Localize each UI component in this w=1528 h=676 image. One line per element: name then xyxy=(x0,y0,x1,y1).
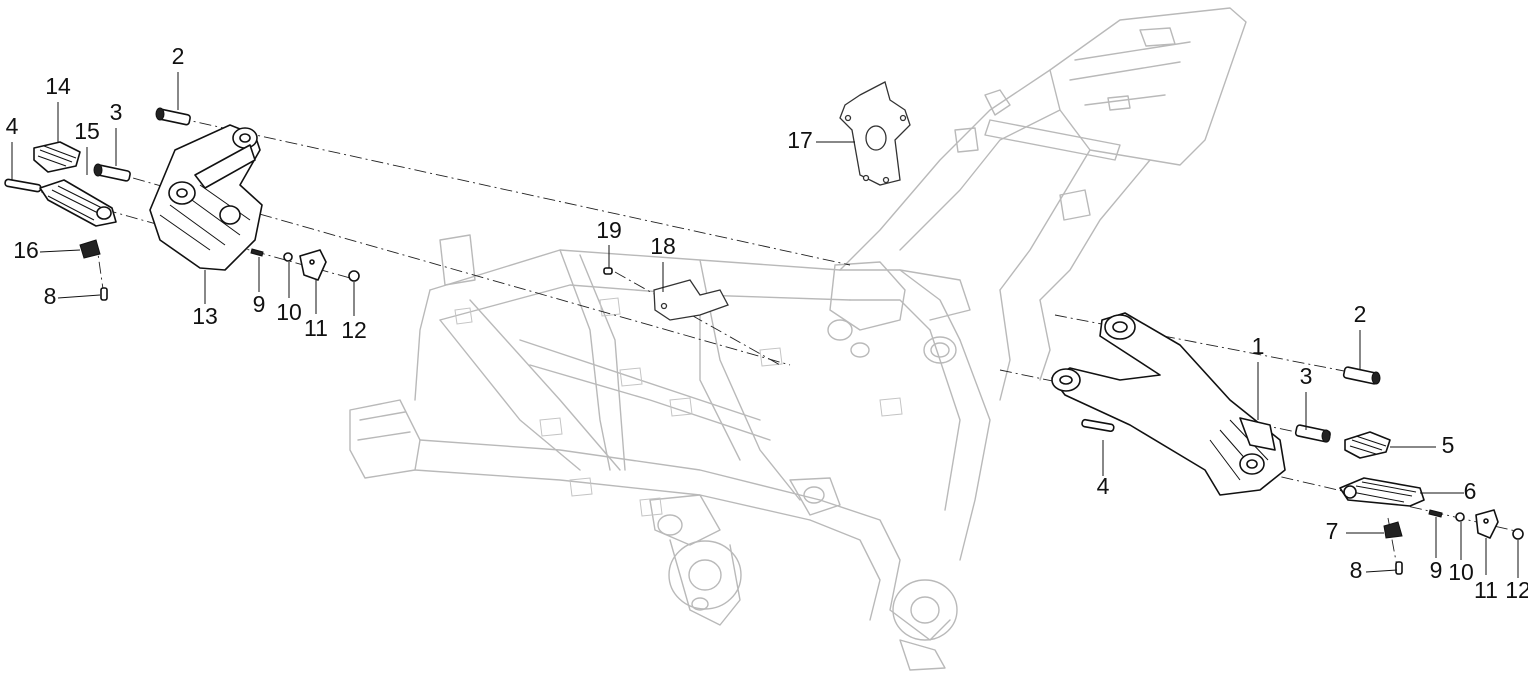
left-plate-11 xyxy=(299,249,327,281)
left-spring-9 xyxy=(250,248,264,257)
callout-11-left: 11 xyxy=(304,315,328,341)
callout-6: 6 xyxy=(1464,478,1477,504)
callout-9-right: 9 xyxy=(1430,557,1443,583)
right-plate-11 xyxy=(1475,509,1499,539)
assembly-centerlines xyxy=(19,117,1521,573)
right-clip-12 xyxy=(1512,528,1524,540)
callout-8-right: 8 xyxy=(1350,557,1363,583)
callout-10-left: 10 xyxy=(276,299,302,325)
callout-12-left: 12 xyxy=(341,317,367,343)
left-footpeg xyxy=(39,179,117,227)
left-bolt-upper xyxy=(155,107,191,126)
right-spring-9 xyxy=(1428,509,1443,518)
callout-5: 5 xyxy=(1442,432,1455,458)
right-footpeg xyxy=(1339,477,1425,507)
right-bolt-lower xyxy=(1294,424,1331,443)
right-pin xyxy=(1081,418,1115,433)
callout-4-left: 4 xyxy=(6,113,19,139)
callout-4-right: 4 xyxy=(1097,473,1110,499)
callout-18: 18 xyxy=(650,233,676,259)
callout-16: 16 xyxy=(13,237,39,263)
callout-19: 19 xyxy=(596,217,622,243)
callout-9-left: 9 xyxy=(253,291,266,317)
callout-3-right: 3 xyxy=(1300,363,1313,389)
right-screw-8 xyxy=(1395,561,1403,575)
callout-labels: 1 2 2 3 3 4 4 5 6 7 8 8 9 9 10 10 11 11 … xyxy=(6,43,1528,603)
callout-12-right: 12 xyxy=(1505,577,1528,603)
right-footrest-bracket xyxy=(1051,312,1286,496)
callout-2-left: 2 xyxy=(172,43,185,69)
callout-1: 1 xyxy=(1252,333,1265,359)
left-bolt-lower xyxy=(93,163,131,182)
left-pin xyxy=(4,178,42,193)
bracket-18 xyxy=(653,279,729,321)
right-spring-clip xyxy=(1383,521,1403,539)
callout-2-right: 2 xyxy=(1354,301,1367,327)
left-washer-10 xyxy=(283,252,293,262)
screw-19 xyxy=(603,267,613,275)
callout-10-right: 10 xyxy=(1448,559,1474,585)
right-footpeg-rubber xyxy=(1344,431,1391,459)
callout-13: 13 xyxy=(192,303,218,329)
right-bolt-upper xyxy=(1342,366,1381,385)
left-footrest-bracket xyxy=(149,124,263,271)
motorcycle-frame xyxy=(349,7,1247,671)
callout-3-left: 3 xyxy=(110,99,123,125)
callout-14: 14 xyxy=(45,73,71,99)
left-clip-12 xyxy=(348,270,360,282)
bracket-17 xyxy=(839,81,911,186)
callout-8-left: 8 xyxy=(44,283,57,309)
callout-7: 7 xyxy=(1326,518,1339,544)
left-spring-clip xyxy=(79,239,101,259)
callout-11-right: 11 xyxy=(1474,577,1498,603)
leader-lines xyxy=(11,72,1519,578)
callout-17: 17 xyxy=(787,127,813,153)
right-washer-10 xyxy=(1455,512,1465,522)
left-screw-8 xyxy=(100,287,108,301)
left-footpeg-rubber xyxy=(33,141,81,173)
callout-15: 15 xyxy=(74,118,100,144)
